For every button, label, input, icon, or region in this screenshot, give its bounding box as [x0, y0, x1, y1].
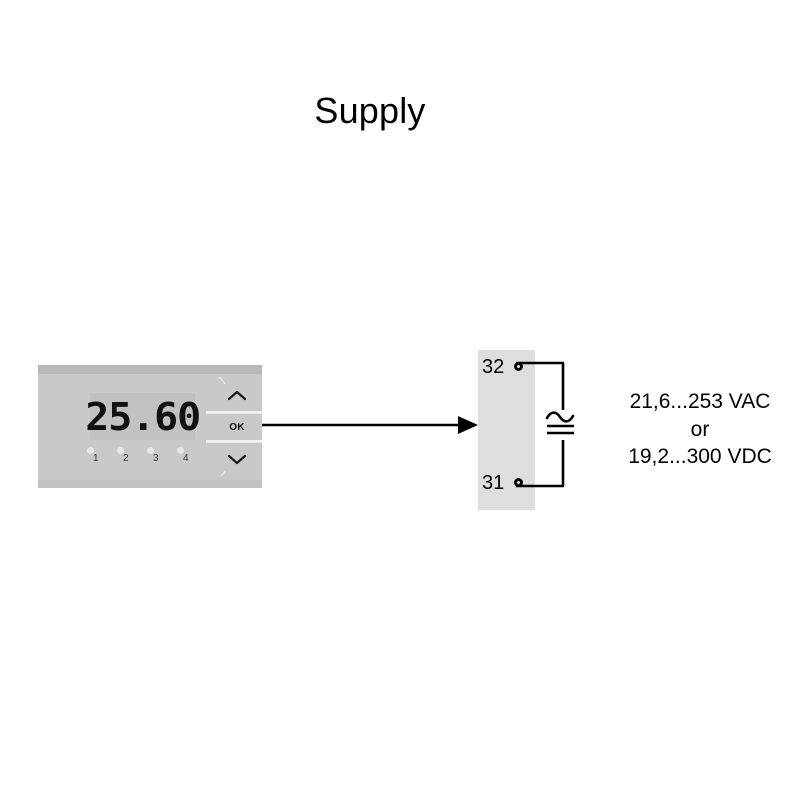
led-dot-icon	[87, 447, 94, 454]
terminal-block: 32 31	[478, 350, 535, 510]
device-top-frame	[38, 365, 262, 374]
down-button[interactable]	[212, 444, 262, 473]
supply-circuit-wiring	[516, 361, 575, 488]
led-dot-icon	[117, 447, 124, 454]
ok-button[interactable]: OK	[212, 415, 262, 439]
terminal-number-31: 31	[482, 472, 505, 494]
connection-arrow-icon	[262, 416, 478, 434]
panel-meter-device: 25.60 1 2 3 4	[38, 365, 262, 488]
led-indicator-2: 2	[115, 447, 141, 467]
lcd-screen: 25.60	[85, 393, 201, 440]
spec-line-or: or	[690, 417, 710, 441]
led-indicator-1: 1	[85, 447, 111, 467]
led-label-3: 3	[153, 453, 159, 464]
led-indicator-row: 1 2 3 4	[85, 447, 203, 467]
device-bottom-frame	[38, 480, 262, 488]
led-indicator-4: 4	[175, 447, 201, 467]
chevron-down-icon	[227, 454, 247, 464]
spec-line-vdc: 19,2...300 VDC	[628, 445, 772, 469]
button-separator	[206, 411, 262, 413]
supply-spec-text: 21,6...253 VAC or 19,2...300 VDC	[600, 388, 800, 471]
chevron-up-icon	[227, 390, 247, 400]
ac-dc-symbol-icon	[545, 411, 575, 435]
led-dot-icon	[177, 447, 184, 454]
lcd-display-value: 25.60	[85, 394, 201, 439]
up-button[interactable]	[212, 381, 262, 410]
led-label-1: 1	[93, 453, 99, 464]
button-separator	[206, 413, 262, 414]
button-separator	[206, 442, 262, 443]
page-title: Supply	[314, 90, 426, 131]
device-button-column: OK	[206, 377, 262, 476]
button-separator	[206, 440, 262, 442]
terminal-number-32: 32	[482, 356, 505, 378]
led-label-4: 4	[183, 453, 189, 464]
led-label-2: 2	[123, 453, 129, 464]
led-dot-icon	[147, 447, 154, 454]
led-indicator-3: 3	[145, 447, 171, 467]
spec-line-vac: 21,6...253 VAC	[629, 390, 771, 413]
ok-button-label: OK	[229, 421, 245, 433]
